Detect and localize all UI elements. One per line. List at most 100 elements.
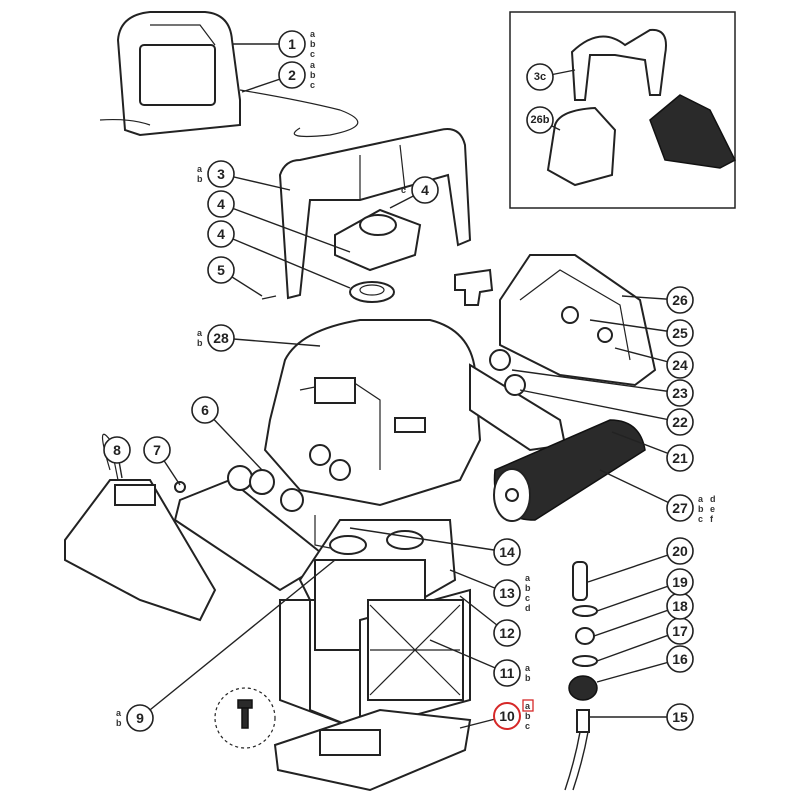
callout-number: 15 — [672, 709, 688, 725]
callout-3[interactable]: 3ab — [197, 160, 235, 188]
callout-5[interactable]: 5 — [207, 256, 235, 284]
callout-number: 1 — [288, 36, 296, 52]
callout-number: 14 — [499, 544, 515, 560]
callout-circle — [666, 319, 694, 347]
callout-25[interactable]: 25 — [666, 319, 694, 347]
callout-circle — [411, 176, 439, 204]
callout-9[interactable]: 9ab — [116, 704, 154, 732]
callout-number: 28 — [213, 330, 229, 346]
callout-number: 12 — [499, 625, 515, 641]
callout-circle — [143, 436, 171, 464]
callout-19[interactable]: 19 — [666, 568, 694, 596]
leader-line — [599, 469, 681, 509]
callout-suffix: b — [310, 39, 316, 49]
inset-callout-26b[interactable]: 26b — [526, 106, 554, 134]
callout-suffix: d — [525, 603, 531, 613]
callout-circle — [207, 220, 235, 248]
callout-circle — [207, 256, 235, 284]
callout-number: 3 — [217, 166, 225, 182]
callout-number: 20 — [672, 543, 688, 559]
callout-24[interactable]: 24 — [666, 351, 694, 379]
callout-suffix: c — [525, 721, 530, 731]
callout-circle — [666, 568, 694, 596]
callout-6[interactable]: 6 — [191, 396, 219, 424]
callout-number: 26b — [531, 114, 550, 126]
callout-number: 21 — [672, 450, 688, 466]
callout-suffix: a — [310, 29, 316, 39]
callout-circle — [493, 579, 521, 607]
leader-line — [349, 527, 508, 553]
filter-canister — [273, 515, 472, 792]
leader-line — [596, 658, 681, 683]
leader-line — [220, 203, 351, 253]
callout-circle — [666, 286, 694, 314]
callout-suffix: b — [525, 711, 531, 721]
callout-number: 4 — [217, 196, 225, 212]
callout-number: 3c — [534, 71, 546, 83]
callout-circle — [191, 396, 219, 424]
callout-number: 6 — [201, 402, 209, 418]
bumper-frame — [64, 433, 217, 622]
callout-20[interactable]: 20 — [666, 537, 694, 565]
callout-circle — [278, 61, 306, 89]
callout-number: 2 — [288, 67, 296, 83]
callout-number: 7 — [153, 442, 161, 458]
callout-17[interactable]: 17 — [666, 617, 694, 645]
callout-number: 10 — [499, 708, 515, 724]
callout-circle — [666, 444, 694, 472]
callout-suffix: b — [698, 504, 704, 514]
callout-21[interactable]: 21 — [666, 444, 694, 472]
leader-line — [429, 639, 508, 674]
callout-suffix: c — [401, 185, 406, 195]
callout-16[interactable]: 16 — [666, 645, 694, 673]
callout-26[interactable]: 26 — [666, 286, 694, 314]
leader-line — [596, 630, 681, 662]
callout-12[interactable]: 12 — [493, 619, 521, 647]
leader-line — [593, 605, 681, 637]
callout-4[interactable]: 4 — [207, 190, 235, 218]
callout-circle — [666, 703, 694, 731]
callout-4[interactable]: 4c — [401, 176, 439, 204]
leader-line — [139, 559, 336, 719]
leader-line — [511, 369, 681, 394]
callout-number: 5 — [217, 262, 225, 278]
callout-number: 27 — [672, 500, 688, 516]
callout-suffix: b — [525, 673, 531, 683]
callout-suffix: a — [525, 573, 531, 583]
callout-suffix: f — [710, 514, 714, 524]
brush-roller — [493, 419, 646, 522]
callout-18[interactable]: 18 — [666, 592, 694, 620]
callout-23[interactable]: 23 — [666, 379, 694, 407]
callout-22[interactable]: 22 — [666, 408, 694, 436]
callout-number: 17 — [672, 623, 688, 639]
callout-suffix: c — [525, 593, 530, 603]
callout-14[interactable]: 14 — [493, 538, 521, 566]
side-plate — [454, 254, 657, 387]
inset-callout-3c[interactable]: 3c — [526, 63, 554, 91]
callout-number: 22 — [672, 414, 688, 430]
callout-circle — [666, 494, 694, 522]
callout-15[interactable]: 15 — [666, 703, 694, 731]
callout-circle — [666, 408, 694, 436]
callout-7[interactable]: 7 — [143, 436, 171, 464]
callout-suffix: c — [310, 49, 315, 59]
callout-circle — [207, 190, 235, 218]
impeller-assembly — [261, 208, 422, 303]
callout-1[interactable]: 1 abc — [278, 29, 316, 59]
callout-suffix: a — [525, 663, 531, 673]
callout-number: 23 — [672, 385, 688, 401]
callout-circle — [493, 619, 521, 647]
callout-4[interactable]: 4 — [207, 220, 235, 248]
callout-number: 13 — [499, 585, 515, 601]
callout-8[interactable]: 8 — [103, 436, 131, 464]
callout-number: 4 — [217, 226, 225, 242]
callout-number: 19 — [672, 574, 688, 590]
motor-housing — [263, 319, 482, 507]
